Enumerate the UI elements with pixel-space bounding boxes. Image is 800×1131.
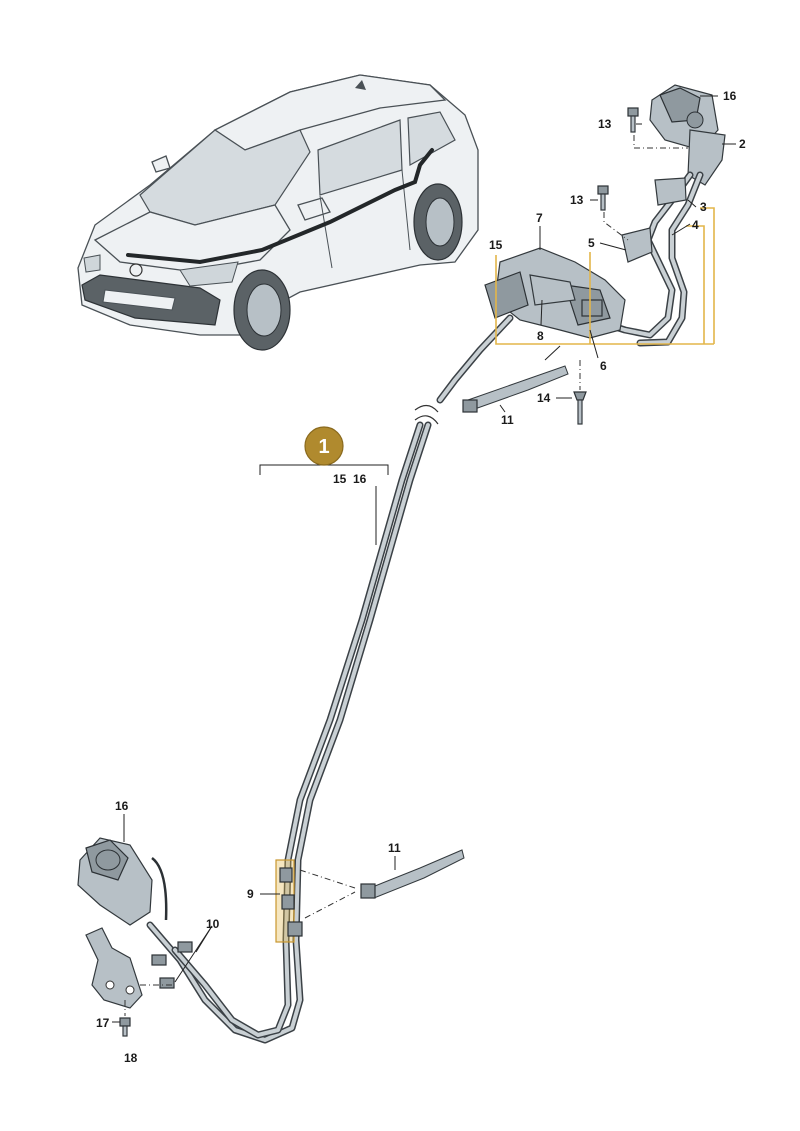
cable-holders-9 (275, 859, 356, 943)
group-label-16: 16 (353, 472, 367, 486)
badge-number: 1 (318, 436, 329, 458)
callout-15: 15 (489, 238, 503, 252)
group-label-15: 15 (333, 472, 347, 486)
callout-3: 3 (700, 200, 707, 214)
main-cable (146, 404, 439, 1044)
vehicle-illustration (77, 74, 479, 351)
callout-8: 8 (537, 329, 544, 343)
callout-labels: 15 16 16 13 2 13 3 4 5 7 15 8 6 14 11 16… (96, 89, 746, 1065)
callout-13-mid: 13 (570, 193, 584, 207)
callout-16-bottom: 16 (115, 799, 129, 813)
rivet-14 (573, 360, 587, 425)
lower-charge-socket-assembly (77, 837, 193, 1037)
callout-11-bottom: 11 (388, 841, 401, 855)
bolt-13-top (627, 107, 639, 133)
callout-14: 14 (537, 391, 551, 405)
callout-6: 6 (600, 359, 607, 373)
callout-9: 9 (247, 887, 254, 901)
callout-11-top: 11 (501, 413, 514, 427)
callout-4: 4 (692, 218, 699, 232)
callout-17: 17 (96, 1016, 110, 1030)
callout-10: 10 (206, 917, 220, 931)
bolt-13-mid (597, 185, 609, 211)
callout-7: 7 (536, 211, 543, 225)
cable-tie-11-bottom (360, 849, 465, 899)
upper-charge-socket-assembly (596, 84, 726, 347)
upper-highlight-lines (495, 207, 715, 345)
callout-5: 5 (588, 236, 595, 250)
cable-tie-11-top (462, 345, 569, 413)
callout-18: 18 (124, 1051, 138, 1065)
callout-2: 2 (739, 137, 746, 151)
hv-distribution-module (436, 247, 626, 404)
callout-13-top: 13 (598, 117, 612, 131)
assembly-number-badge: 1 (304, 426, 344, 466)
callout-16-top: 16 (723, 89, 737, 103)
leader-lines (112, 95, 736, 1023)
